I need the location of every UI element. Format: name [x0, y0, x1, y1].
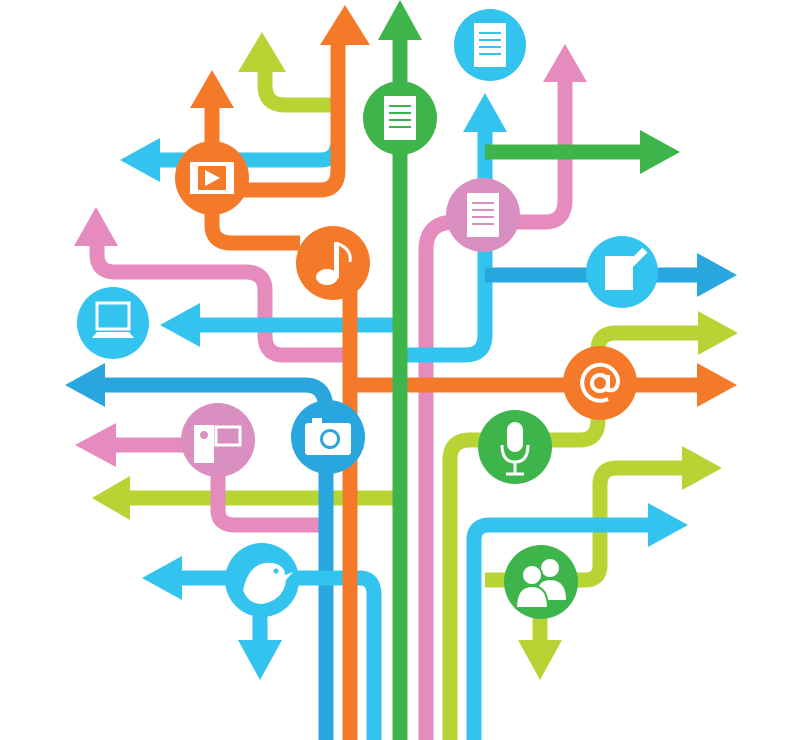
arrow-right — [697, 253, 737, 297]
pink-arrowheads — [74, 44, 587, 467]
arrow-down — [518, 640, 562, 680]
microphone-icon — [478, 410, 552, 484]
arrow-left — [160, 303, 200, 347]
arrow-up — [320, 5, 370, 45]
arrow-left — [92, 476, 130, 520]
music-note-icon — [296, 226, 370, 300]
pencil-note-icon — [586, 236, 658, 308]
green-arrowheads — [378, 0, 680, 174]
laptop-icon — [77, 287, 149, 359]
orange-arrowheads — [190, 5, 737, 407]
arrow-left — [120, 138, 160, 182]
arrow-left — [142, 556, 182, 600]
document-icon — [454, 9, 526, 81]
orange-lines — [204, 40, 705, 740]
at-sign-icon — [563, 346, 637, 420]
document-icon — [363, 81, 437, 155]
arrow-left — [75, 423, 116, 467]
arrow-up — [190, 70, 234, 108]
arrow-right — [640, 130, 680, 174]
arrow-up — [74, 207, 118, 246]
document-icon — [446, 178, 520, 252]
pink-lines — [89, 75, 573, 740]
arrow-up — [238, 32, 286, 72]
arrow-left — [65, 363, 105, 407]
video-camera-icon — [181, 403, 255, 477]
camera-icon — [291, 400, 365, 474]
arrow-up — [463, 93, 507, 132]
arrow-down — [238, 640, 282, 680]
video-icon — [175, 141, 249, 215]
bird-icon — [225, 543, 299, 617]
lime-arrowheads — [92, 32, 738, 680]
arrow-right — [648, 503, 688, 547]
people-icon — [504, 545, 578, 619]
arrow-right — [682, 446, 722, 490]
arrow-up — [543, 44, 587, 82]
arrow-right — [698, 311, 738, 355]
arrow-up — [378, 0, 422, 40]
blue-arrowheads — [65, 93, 737, 680]
arrow-right — [697, 363, 737, 407]
